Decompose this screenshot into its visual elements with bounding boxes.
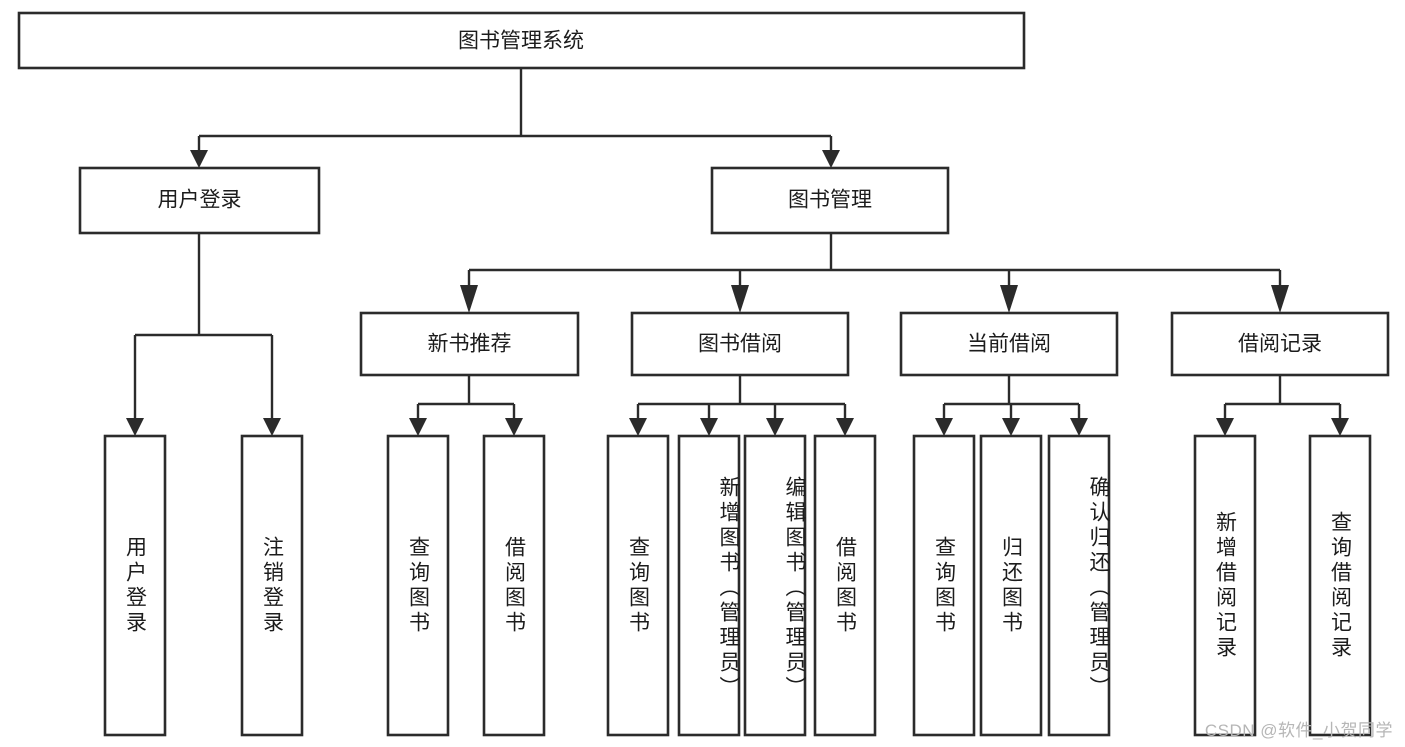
connector-book-borrow-to-bus [636, 375, 847, 418]
node-box-leaf-query-book-1[interactable] [386, 434, 450, 737]
node-box-root[interactable] [17, 11, 1026, 70]
node-box-book-manage[interactable] [710, 166, 950, 235]
node-box-leaf-add-record[interactable] [1193, 434, 1257, 737]
node-box-leaf-confirm-return[interactable] [1047, 434, 1111, 737]
arrow-head-leaf-query-book-1 [409, 418, 427, 436]
node-box-book-borrow[interactable] [630, 311, 850, 377]
node-box-leaf-add-book[interactable] [677, 434, 741, 737]
arrow-head-current-borrow [1000, 285, 1018, 313]
csdn-watermark: CSDN @软件_小贺同学 [1204, 721, 1393, 740]
arrow-head-leaf-borrow-book-2 [836, 418, 854, 436]
node-label-user-login: 用户登录 [158, 189, 242, 212]
connector-current-borrow-to-bus [942, 375, 1081, 418]
node-label-root: 图书管理系统 [458, 30, 584, 53]
arrow-head-leaf-add-record [1216, 418, 1234, 436]
arrow-head-leaf-query-record [1331, 418, 1349, 436]
arrow-head-book-borrow [731, 285, 749, 313]
node-box-leaf-logout[interactable] [240, 434, 304, 737]
node-box-leaf-user-login[interactable] [103, 434, 167, 737]
arrow-head-new-book-recommend [460, 285, 478, 313]
node-box-leaf-return-book[interactable] [979, 434, 1043, 737]
connector-borrow-record-to-bus [1223, 375, 1342, 418]
node-box-leaf-edit-book[interactable] [743, 434, 807, 737]
node-box-leaf-query-book-3[interactable] [912, 434, 976, 737]
connector-new-book-recommend-to-bus [416, 375, 516, 418]
connector-root-to-bus [197, 68, 833, 150]
node-box-leaf-query-book-2[interactable] [606, 434, 670, 737]
node-label-new-book-recommend: 新书推荐 [428, 333, 512, 356]
node-label-book-manage: 图书管理 [788, 189, 872, 212]
arrow-head-leaf-return-book [1002, 418, 1020, 436]
arrow-head-leaf-query-book-3 [935, 418, 953, 436]
arrow-head-borrow-record [1271, 285, 1289, 313]
node-box-leaf-query-record[interactable] [1308, 434, 1372, 737]
node-box-new-book-recommend[interactable] [359, 311, 580, 377]
arrow-head-leaf-user-login [126, 418, 144, 436]
arrow-head-leaf-logout [263, 418, 281, 436]
node-box-current-borrow[interactable] [899, 311, 1119, 377]
arrow-head-leaf-edit-book [766, 418, 784, 436]
node-layer: 图书管理系统 用户登录 图书管理 新书推荐 图书借阅 当前借阅 借阅记录 [17, 11, 1390, 737]
node-label-borrow-record: 借阅记录 [1238, 333, 1322, 356]
connector-user-login-to-bus [133, 233, 274, 418]
arrow-head-user-login [190, 150, 208, 168]
arrow-head-leaf-query-book-2 [629, 418, 647, 436]
connector-book-manage-to-bus [467, 233, 1282, 285]
node-box-user-login[interactable] [78, 166, 321, 235]
arrow-head-leaf-add-book [700, 418, 718, 436]
arrow-head-book-manage [822, 150, 840, 168]
node-box-borrow-record[interactable] [1170, 311, 1390, 377]
arrow-head-leaf-confirm-return [1070, 418, 1088, 436]
node-box-leaf-borrow-book-1[interactable] [482, 434, 546, 737]
node-label-book-borrow: 图书借阅 [698, 333, 782, 356]
node-label-current-borrow: 当前借阅 [967, 333, 1051, 356]
connector-layer [126, 68, 1349, 436]
arrow-head-leaf-borrow-book-1 [505, 418, 523, 436]
node-box-leaf-borrow-book-2[interactable] [813, 434, 877, 737]
